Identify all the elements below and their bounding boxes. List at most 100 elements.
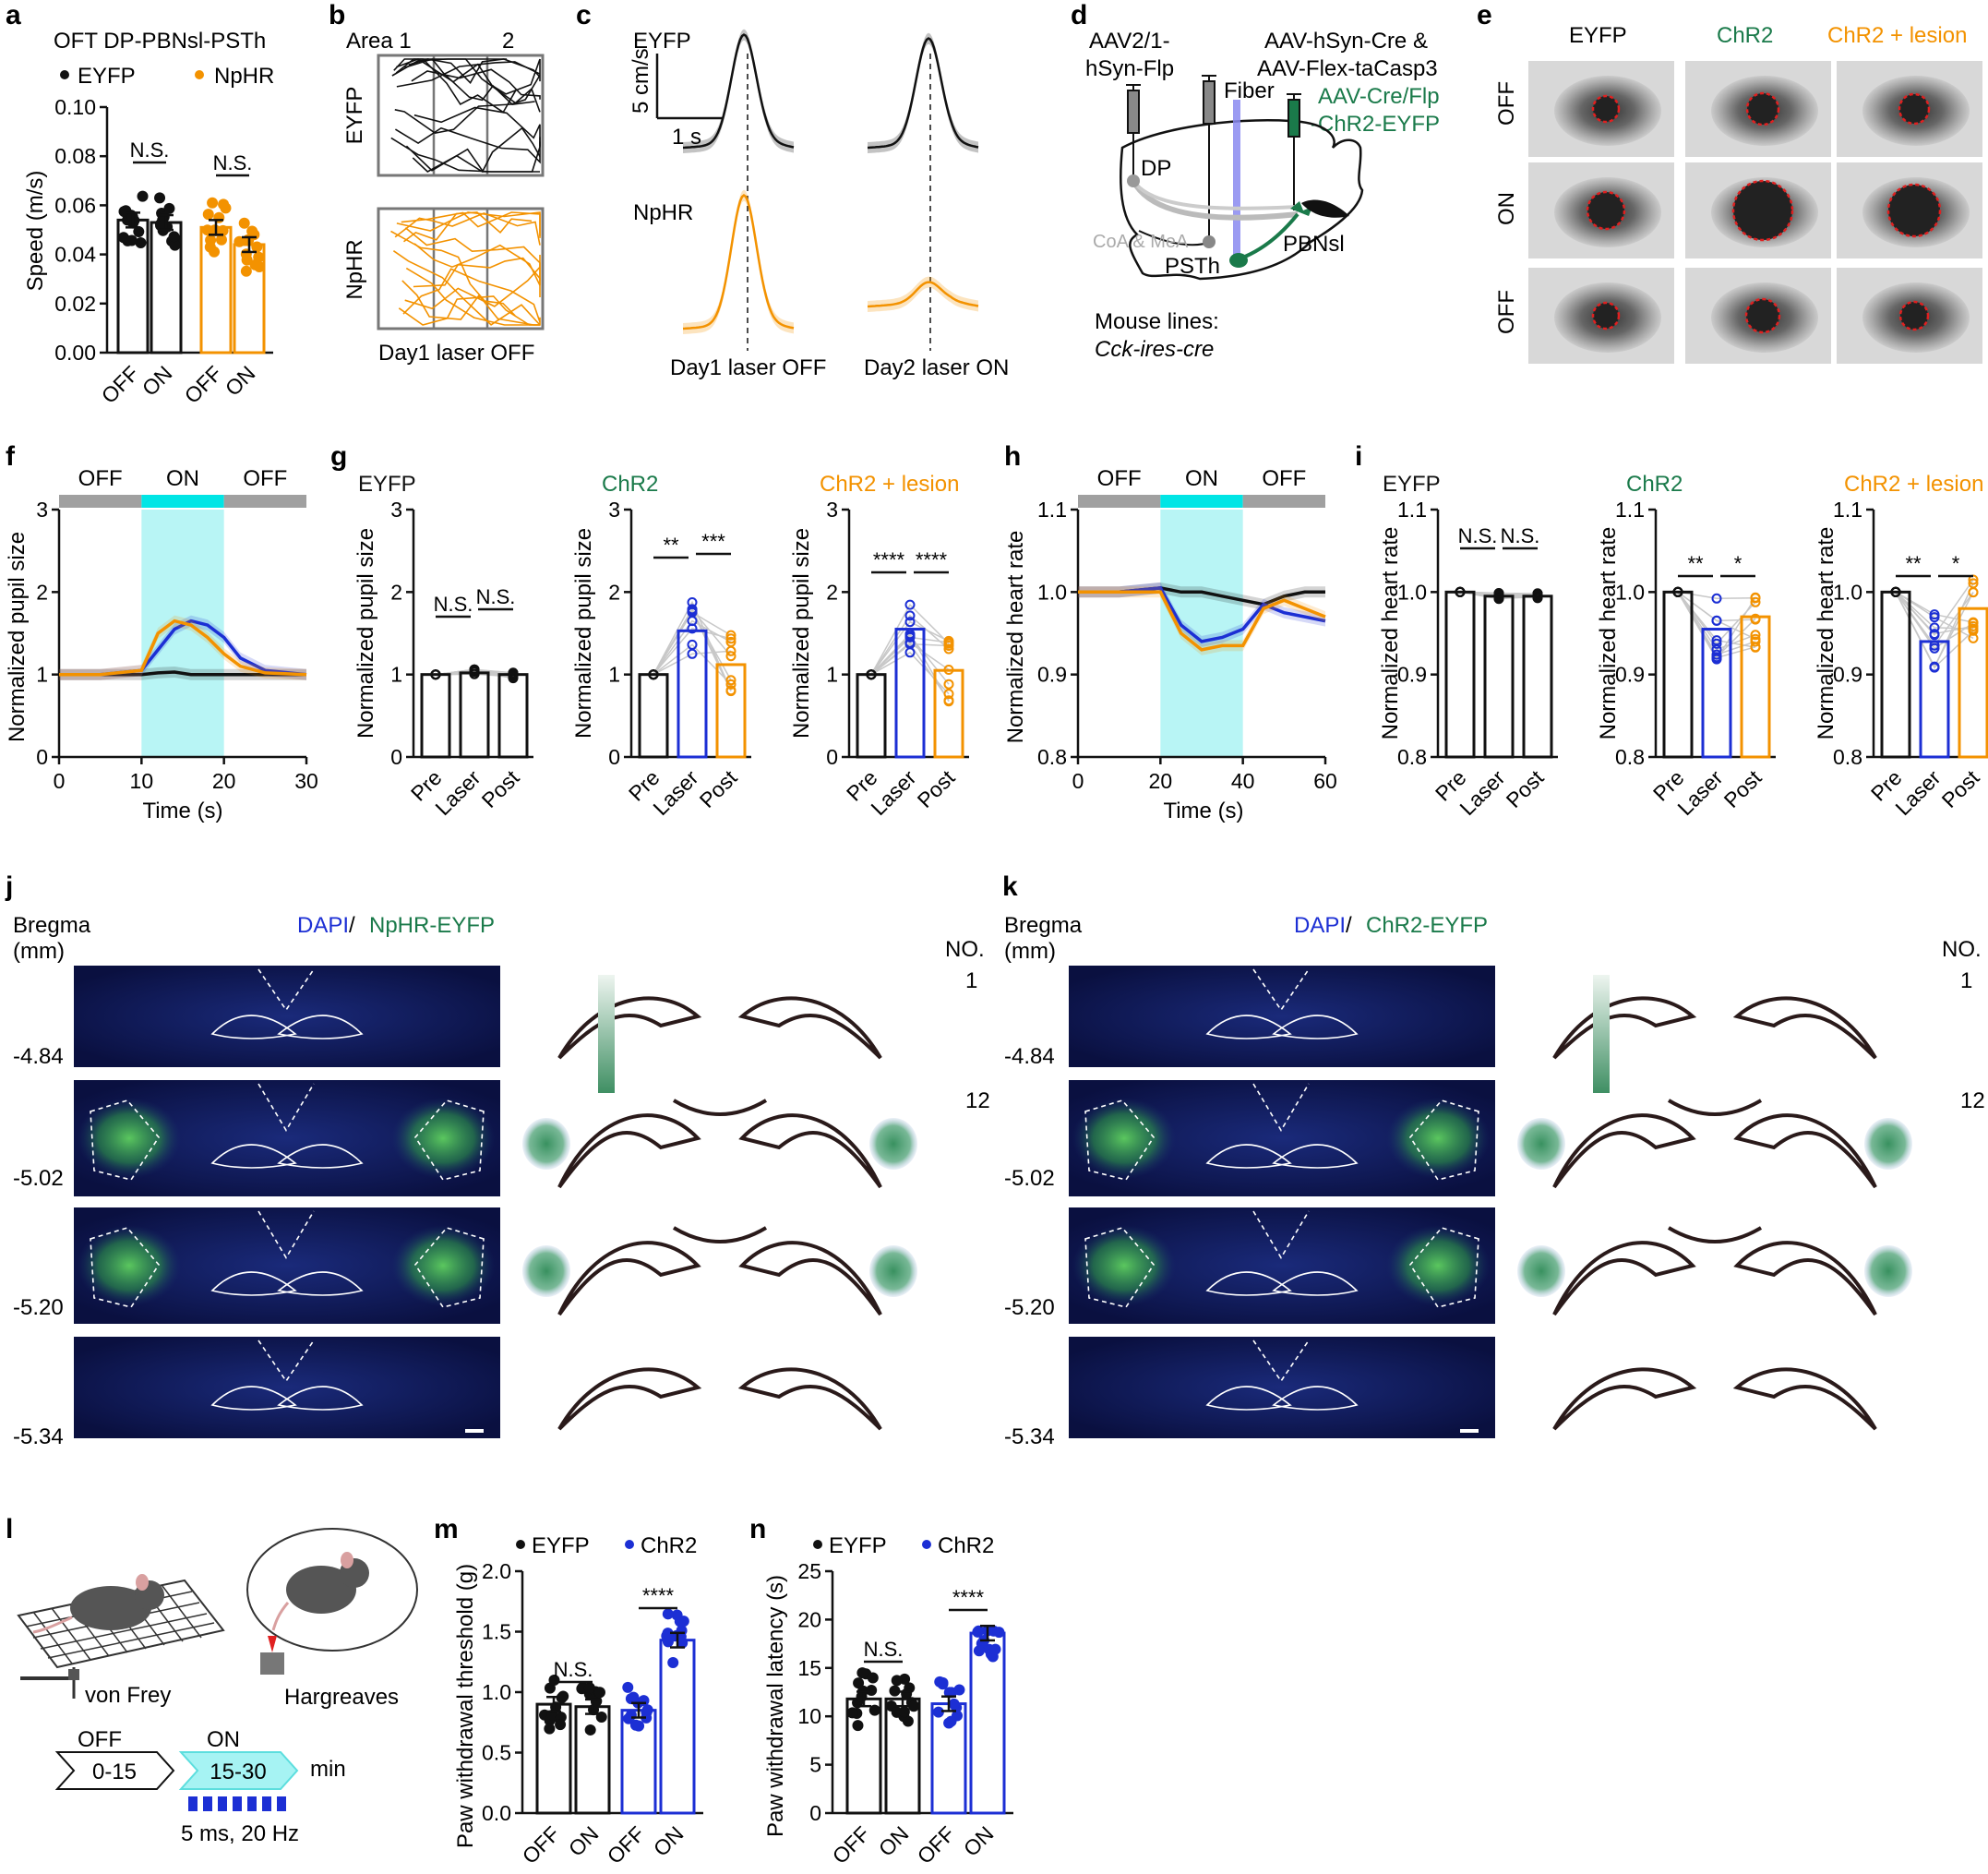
expression-area bbox=[78, 1098, 181, 1179]
expression-overlay bbox=[522, 1245, 570, 1297]
data-point bbox=[209, 224, 221, 236]
data-point bbox=[154, 192, 166, 204]
data-point bbox=[943, 679, 954, 690]
data-point bbox=[667, 1657, 679, 1669]
y-tick-label: 0.8 bbox=[1037, 745, 1067, 769]
atlas-outline bbox=[1552, 1367, 1697, 1431]
pupil-outline bbox=[1591, 94, 1621, 124]
data-point bbox=[641, 1706, 653, 1718]
trajectory-line bbox=[396, 59, 541, 88]
y-tick-label: 1.0 bbox=[482, 1680, 511, 1704]
min-label: min bbox=[310, 1757, 346, 1782]
x-tick-label: Post bbox=[913, 765, 960, 812]
data-point bbox=[1968, 625, 1979, 636]
data-point bbox=[943, 696, 954, 707]
sem-band bbox=[868, 276, 978, 312]
col-label-lesion: ChR2 + lesion bbox=[1827, 23, 1967, 48]
panel-letter-a: a bbox=[6, 0, 21, 30]
trajectory-line bbox=[411, 68, 541, 100]
bar bbox=[715, 663, 747, 759]
laser-state-bar bbox=[59, 495, 142, 508]
bregma-level: -5.02 bbox=[1004, 1166, 1055, 1191]
y-tick-label: 3 bbox=[826, 498, 838, 522]
y-tick-label: 0.5 bbox=[482, 1741, 511, 1765]
coa-region bbox=[1203, 235, 1216, 248]
bar bbox=[933, 668, 964, 759]
data-point bbox=[234, 235, 246, 247]
y-tick-label: 1 bbox=[608, 663, 620, 687]
x-tick-label: ON bbox=[564, 1821, 604, 1861]
atlas-outline bbox=[557, 1367, 702, 1431]
data-point bbox=[469, 665, 480, 676]
dp-region bbox=[1127, 174, 1140, 187]
y-tick-label: 2 bbox=[36, 580, 48, 604]
y-tick-label: 0.9 bbox=[1615, 663, 1645, 687]
pupil-outline bbox=[1886, 183, 1942, 238]
data-point bbox=[852, 1720, 864, 1732]
region-label-dp: DP bbox=[1141, 156, 1171, 181]
y-axis-label: Paw withdrawal latency (s) bbox=[763, 1575, 788, 1837]
data-point bbox=[904, 617, 916, 628]
cerebellum-shape bbox=[1301, 199, 1349, 218]
y-tick-label: 1 bbox=[826, 663, 838, 687]
data-point bbox=[725, 651, 737, 662]
arena-box-eyfp bbox=[377, 54, 545, 177]
panel-letter-e: e bbox=[1477, 0, 1492, 30]
pbnsl-region bbox=[1290, 201, 1312, 216]
off-label: OFF bbox=[78, 1727, 122, 1752]
mouse-lines-label: Mouse lines: bbox=[1095, 309, 1219, 334]
pupil-image-grid bbox=[1528, 61, 1982, 364]
data-point bbox=[1711, 593, 1722, 604]
atlas-outline bbox=[1667, 1226, 1763, 1243]
area1-label: Area 1 bbox=[346, 29, 412, 54]
data-point bbox=[251, 241, 263, 253]
x-tick-label: 10 bbox=[130, 769, 154, 793]
data-point bbox=[238, 217, 250, 229]
bar bbox=[1483, 595, 1515, 759]
legend-label-chr2: ChR2 bbox=[641, 1533, 697, 1558]
trajectory-line bbox=[413, 243, 541, 286]
laser-state-label: ON bbox=[1185, 466, 1218, 491]
trajectory-line bbox=[392, 250, 541, 326]
significance-label: ** bbox=[1905, 552, 1922, 575]
data-point bbox=[846, 1707, 858, 1719]
data-point bbox=[555, 1719, 567, 1731]
y-tick-label: 0.02 bbox=[54, 292, 96, 316]
data-point bbox=[904, 599, 916, 610]
paired-line bbox=[870, 614, 950, 676]
row-label-eyfp: EYFP bbox=[633, 29, 691, 54]
x-tick-label: 20 bbox=[212, 769, 236, 793]
x-tick-label: Laser bbox=[866, 765, 920, 820]
data-point bbox=[217, 224, 229, 236]
expression-overlay bbox=[869, 1245, 917, 1297]
region-label-psth: PSTh bbox=[1165, 254, 1220, 279]
panel-m: m EYFP ChR2 Paw withdrawal threshold (g)… bbox=[434, 1514, 703, 1868]
pupil-outline bbox=[1745, 91, 1780, 126]
panel-letter-n: n bbox=[749, 1514, 766, 1544]
trajectory-line bbox=[401, 211, 541, 236]
mouse-icon bbox=[271, 1552, 369, 1631]
y-tick-label: 0.8 bbox=[1833, 745, 1862, 769]
atlas-outline bbox=[737, 996, 882, 1060]
legend-dot-eyfp bbox=[60, 70, 69, 79]
scale-bar bbox=[1460, 1429, 1479, 1433]
data-point bbox=[1455, 586, 1466, 597]
data-point bbox=[638, 1695, 650, 1707]
row-label-off: OFF bbox=[1494, 81, 1519, 126]
pupil-outline bbox=[1586, 190, 1626, 231]
nphr-trace-day2 bbox=[867, 281, 979, 308]
x-tick-label: 30 bbox=[294, 769, 318, 793]
series-line bbox=[1078, 586, 1326, 643]
significance-label: **** bbox=[916, 548, 948, 571]
bregma-level: -5.02 bbox=[13, 1166, 64, 1191]
data-point bbox=[677, 1637, 689, 1649]
x-tick-label: 0 bbox=[54, 769, 66, 793]
pupil-outline bbox=[1744, 297, 1781, 334]
laser-on-shading bbox=[141, 510, 224, 757]
data-point bbox=[856, 1667, 868, 1679]
data-point bbox=[648, 669, 659, 680]
x-tick-label: ON bbox=[221, 361, 260, 401]
expression-area bbox=[1386, 1098, 1490, 1179]
